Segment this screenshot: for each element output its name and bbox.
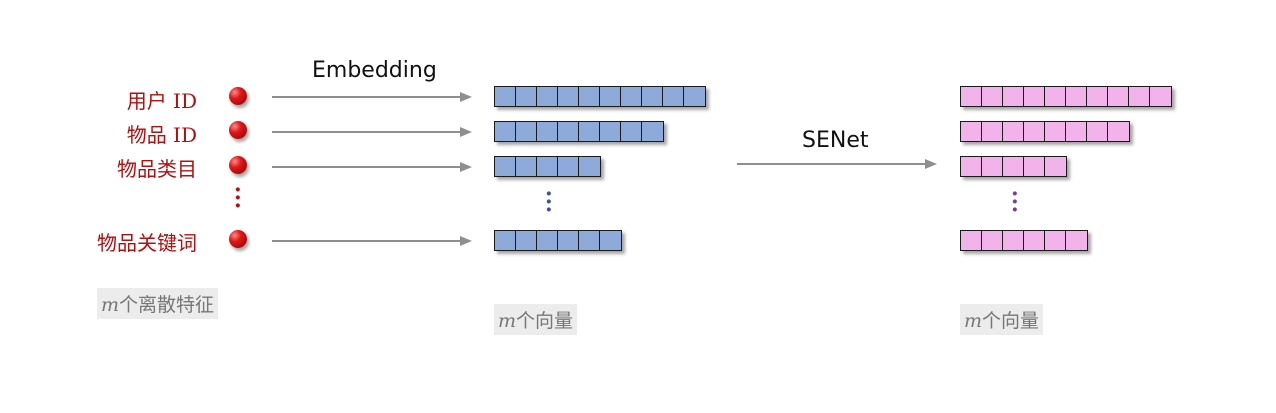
embedding-ellipsis: ··· xyxy=(545,181,553,223)
vector-cell xyxy=(536,230,559,251)
feature-node-item-id xyxy=(229,121,247,139)
senet-label: SENet xyxy=(802,128,869,153)
arrow-head-icon xyxy=(460,162,472,172)
embedding-label: Embedding xyxy=(312,58,437,83)
vector-cell xyxy=(1023,156,1046,177)
embedding-arrow-3 xyxy=(272,166,462,168)
feature-label-item-keyword: 物品关键词 xyxy=(97,231,197,255)
vector-cell xyxy=(1002,230,1025,251)
embedding-arrow-4 xyxy=(272,240,462,242)
vector-cell xyxy=(1086,86,1109,107)
vector-cell xyxy=(1107,121,1130,142)
embedding-vector-user-id xyxy=(494,86,706,107)
vector-cell xyxy=(1065,230,1088,251)
vector-cell xyxy=(494,86,517,107)
caption-text: 个离散特征 xyxy=(119,294,215,316)
vector-cell xyxy=(1023,121,1046,142)
vector-cell xyxy=(981,156,1004,177)
vector-cell xyxy=(1023,86,1046,107)
vector-cell xyxy=(536,121,559,142)
vector-cell xyxy=(494,121,517,142)
vector-cell xyxy=(1149,86,1172,107)
vector-cell xyxy=(662,86,685,107)
vector-cell xyxy=(1044,86,1067,107)
feature-ellipsis: ··· xyxy=(234,177,242,219)
vector-cell xyxy=(981,230,1004,251)
feature-label-item-category: 物品类目 xyxy=(117,157,197,181)
vector-cell xyxy=(515,86,538,107)
vector-cell xyxy=(1044,121,1067,142)
vector-cell xyxy=(536,156,559,177)
embedding-vector-item-keyword xyxy=(494,230,622,251)
vector-cell xyxy=(1002,156,1025,177)
vector-cell xyxy=(557,86,580,107)
vector-cell xyxy=(578,121,601,142)
vector-cell xyxy=(599,86,622,107)
feature-node-item-keyword xyxy=(229,230,247,248)
vector-cell xyxy=(981,86,1004,107)
embedding-vector-item-id xyxy=(494,121,664,142)
vector-cell xyxy=(1002,121,1025,142)
vector-cell xyxy=(683,86,706,107)
vector-cell xyxy=(557,121,580,142)
vector-cell xyxy=(960,121,983,142)
feature-node-user-id xyxy=(229,87,247,105)
arrow-head-icon xyxy=(460,92,472,102)
caption-discrete-features: m个离散特征 xyxy=(97,288,219,319)
senet-vector-item-category xyxy=(960,156,1067,177)
vector-cell xyxy=(1044,156,1067,177)
vector-cell xyxy=(515,156,538,177)
vector-cell xyxy=(1128,86,1151,107)
feature-label-item-id: 物品 ID xyxy=(126,123,197,147)
senet-vector-user-id xyxy=(960,86,1172,107)
vector-cell xyxy=(1086,121,1109,142)
vector-cell xyxy=(557,230,580,251)
senet-ellipsis: ··· xyxy=(1011,181,1019,223)
vector-cell xyxy=(641,121,664,142)
caption-embedding-vectors: m个向量 xyxy=(494,304,578,335)
senet-vector-item-keyword xyxy=(960,230,1088,251)
vector-cell xyxy=(1065,121,1088,142)
vector-cell xyxy=(578,86,601,107)
vector-cell xyxy=(620,121,643,142)
vector-cell xyxy=(578,156,601,177)
vector-cell xyxy=(1002,86,1025,107)
caption-text: 个向量 xyxy=(982,310,1040,332)
vector-cell xyxy=(515,121,538,142)
vector-cell xyxy=(641,86,664,107)
feature-label-user-id: 用户 ID xyxy=(126,89,197,113)
vector-cell xyxy=(1107,86,1130,107)
embedding-vector-item-category xyxy=(494,156,601,177)
vector-cell xyxy=(1023,230,1046,251)
embedding-arrow-1 xyxy=(272,96,462,98)
vector-cell xyxy=(960,230,983,251)
vector-cell xyxy=(960,156,983,177)
vector-cell xyxy=(620,86,643,107)
vector-cell xyxy=(494,156,517,177)
vector-cell xyxy=(1044,230,1067,251)
vector-cell xyxy=(494,230,517,251)
vector-cell xyxy=(578,230,601,251)
vector-cell xyxy=(1065,86,1088,107)
arrow-head-icon xyxy=(460,236,472,246)
vector-cell xyxy=(960,86,983,107)
vector-cell xyxy=(599,230,622,251)
vector-cell xyxy=(536,86,559,107)
vector-cell xyxy=(515,230,538,251)
caption-m: m xyxy=(964,310,983,332)
feature-node-item-category xyxy=(229,156,247,174)
caption-m: m xyxy=(498,310,517,332)
caption-m: m xyxy=(101,294,120,316)
arrow-head-icon xyxy=(460,127,472,137)
vector-cell xyxy=(599,121,622,142)
caption-senet-vectors: m个向量 xyxy=(960,304,1044,335)
senet-vector-item-id xyxy=(960,121,1130,142)
vector-cell xyxy=(981,121,1004,142)
vector-cell xyxy=(557,156,580,177)
senet-arrow xyxy=(737,163,927,165)
embedding-arrow-2 xyxy=(272,131,462,133)
caption-text: 个向量 xyxy=(516,310,574,332)
arrow-head-icon xyxy=(925,159,937,169)
